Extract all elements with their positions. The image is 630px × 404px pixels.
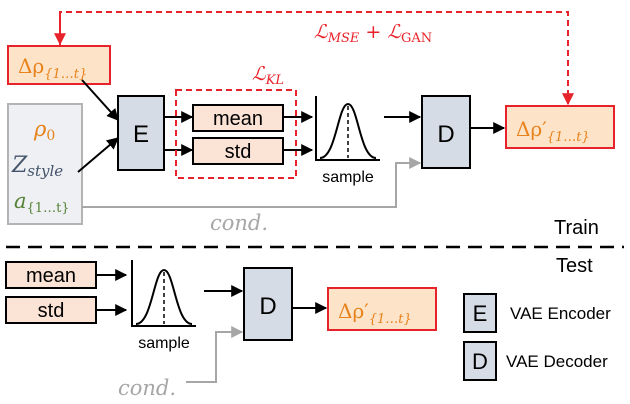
legend-decoder-text: VAE Decoder xyxy=(506,352,608,371)
kl-loss-box xyxy=(175,89,297,179)
test-mean-box xyxy=(5,261,97,289)
test-label: Test xyxy=(556,255,593,277)
test-sample-label: sample xyxy=(138,335,190,352)
output-label: Δρ′{1…t} xyxy=(516,117,590,145)
legend-encoder-swatch xyxy=(463,293,497,333)
std-label: std xyxy=(225,141,252,163)
test-decoder-block xyxy=(243,267,293,341)
output-box xyxy=(505,105,615,149)
arrow-delta-to-encoder xyxy=(81,79,119,121)
encoder-label: E xyxy=(133,121,149,148)
delta-rho-input-label: Δρ{1…t} xyxy=(18,54,87,82)
encoder-block xyxy=(117,95,165,171)
cond-arrow-train xyxy=(82,157,422,208)
cond-label-train: cond. xyxy=(210,211,268,235)
decoder-block xyxy=(421,95,471,169)
mean-label: mean xyxy=(213,108,263,130)
legend-encoder-text: VAE Encoder xyxy=(510,304,611,323)
test-std-box xyxy=(5,296,97,324)
test-output-box xyxy=(327,287,437,331)
legend-decoder-swatch xyxy=(463,341,497,381)
decoder-label: D xyxy=(437,121,454,148)
train-label: Train xyxy=(554,217,599,239)
sample-distribution-icon xyxy=(315,96,380,161)
test-sample-distribution-icon xyxy=(131,260,196,327)
sample-label: sample xyxy=(322,169,374,186)
arrow-cond-to-encoder xyxy=(77,137,119,173)
condition-input-box xyxy=(7,103,83,225)
zstyle-label: Zstyle xyxy=(11,153,63,180)
loss-mse-gan-label: ℒMSE+ℒGAN xyxy=(314,21,432,46)
cond-arrow-test xyxy=(186,326,244,383)
cond-label-test: cond. xyxy=(118,376,176,400)
delta-rho-input-box xyxy=(7,45,111,85)
legend-decoder-symbol: D xyxy=(472,349,488,374)
legend-encoder-symbol: E xyxy=(473,301,488,326)
std-box xyxy=(192,137,284,165)
test-decoder-label: D xyxy=(259,293,276,320)
action-label: a{1…t} xyxy=(14,189,70,216)
kl-loss-label: ℒKL xyxy=(252,63,284,88)
rho0-label: ρ0 xyxy=(33,117,55,144)
test-mean-label: mean xyxy=(26,265,76,287)
test-std-label: std xyxy=(38,300,65,322)
mean-box xyxy=(192,104,284,132)
test-output-label: Δρ′{1…t} xyxy=(338,299,412,327)
